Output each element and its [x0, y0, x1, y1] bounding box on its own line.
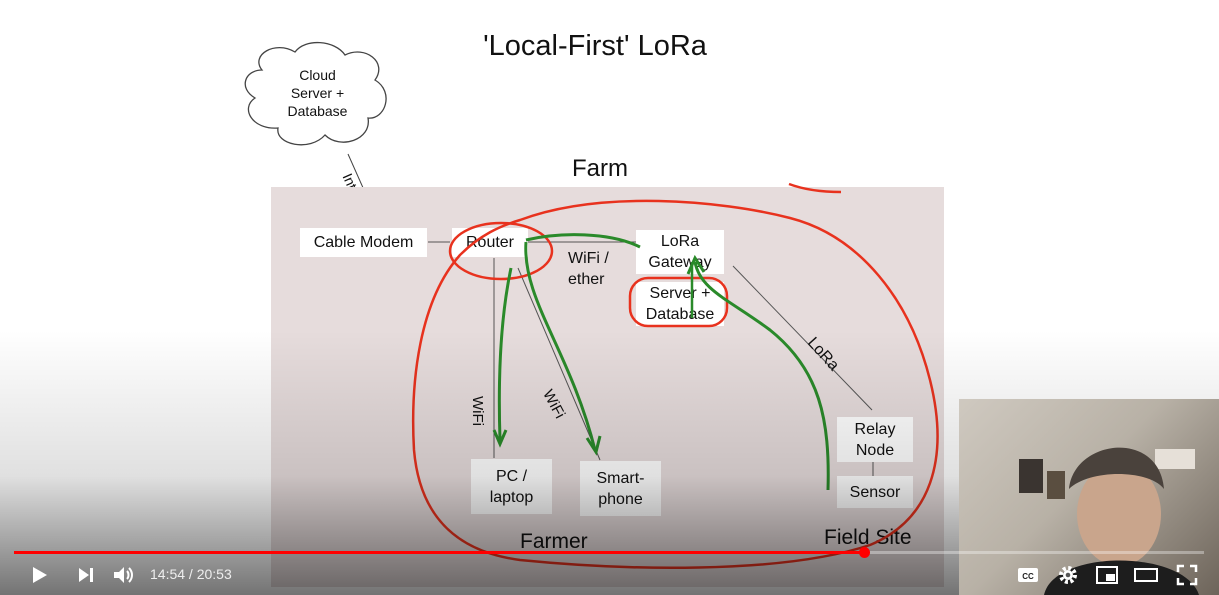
play-icon: [33, 567, 47, 583]
slide-title: 'Local-First' LoRa: [483, 30, 707, 62]
webcam-inset: [959, 399, 1219, 595]
play-button[interactable]: [24, 562, 54, 588]
cable-modem-box: Cable Modem: [300, 228, 427, 257]
theater-icon: [1134, 568, 1158, 582]
progress-bar[interactable]: [14, 547, 1204, 558]
wifi-ether-label: WiFi / ether: [568, 250, 609, 288]
settings-button[interactable]: [1054, 562, 1082, 588]
progress-played: [14, 551, 864, 554]
captions-icon: CC: [1018, 568, 1038, 582]
captions-button[interactable]: CC: [1014, 562, 1042, 588]
next-icon: [79, 568, 93, 582]
next-button[interactable]: [70, 562, 100, 588]
server-database-box: Server + Database: [636, 282, 724, 326]
progress-scrubber[interactable]: [858, 547, 870, 558]
volume-button[interactable]: [108, 562, 138, 588]
lora-gateway-box: LoRa Gateway: [636, 230, 724, 274]
svg-text:CC: CC: [1022, 572, 1034, 581]
fullscreen-button[interactable]: [1173, 562, 1201, 588]
cloud-server-label: Cloud Server + Database: [287, 67, 348, 119]
miniplayer-button[interactable]: [1093, 562, 1121, 588]
volume-icon: [114, 567, 133, 583]
presenter-image: [1019, 447, 1199, 595]
farm-label: Farm: [572, 155, 628, 182]
miniplayer-icon: [1096, 566, 1118, 584]
gear-icon: [1059, 566, 1077, 584]
time-display: 14:54 / 20:53: [150, 566, 232, 582]
theater-mode-button[interactable]: [1132, 562, 1160, 588]
fullscreen-icon: [1176, 564, 1198, 586]
